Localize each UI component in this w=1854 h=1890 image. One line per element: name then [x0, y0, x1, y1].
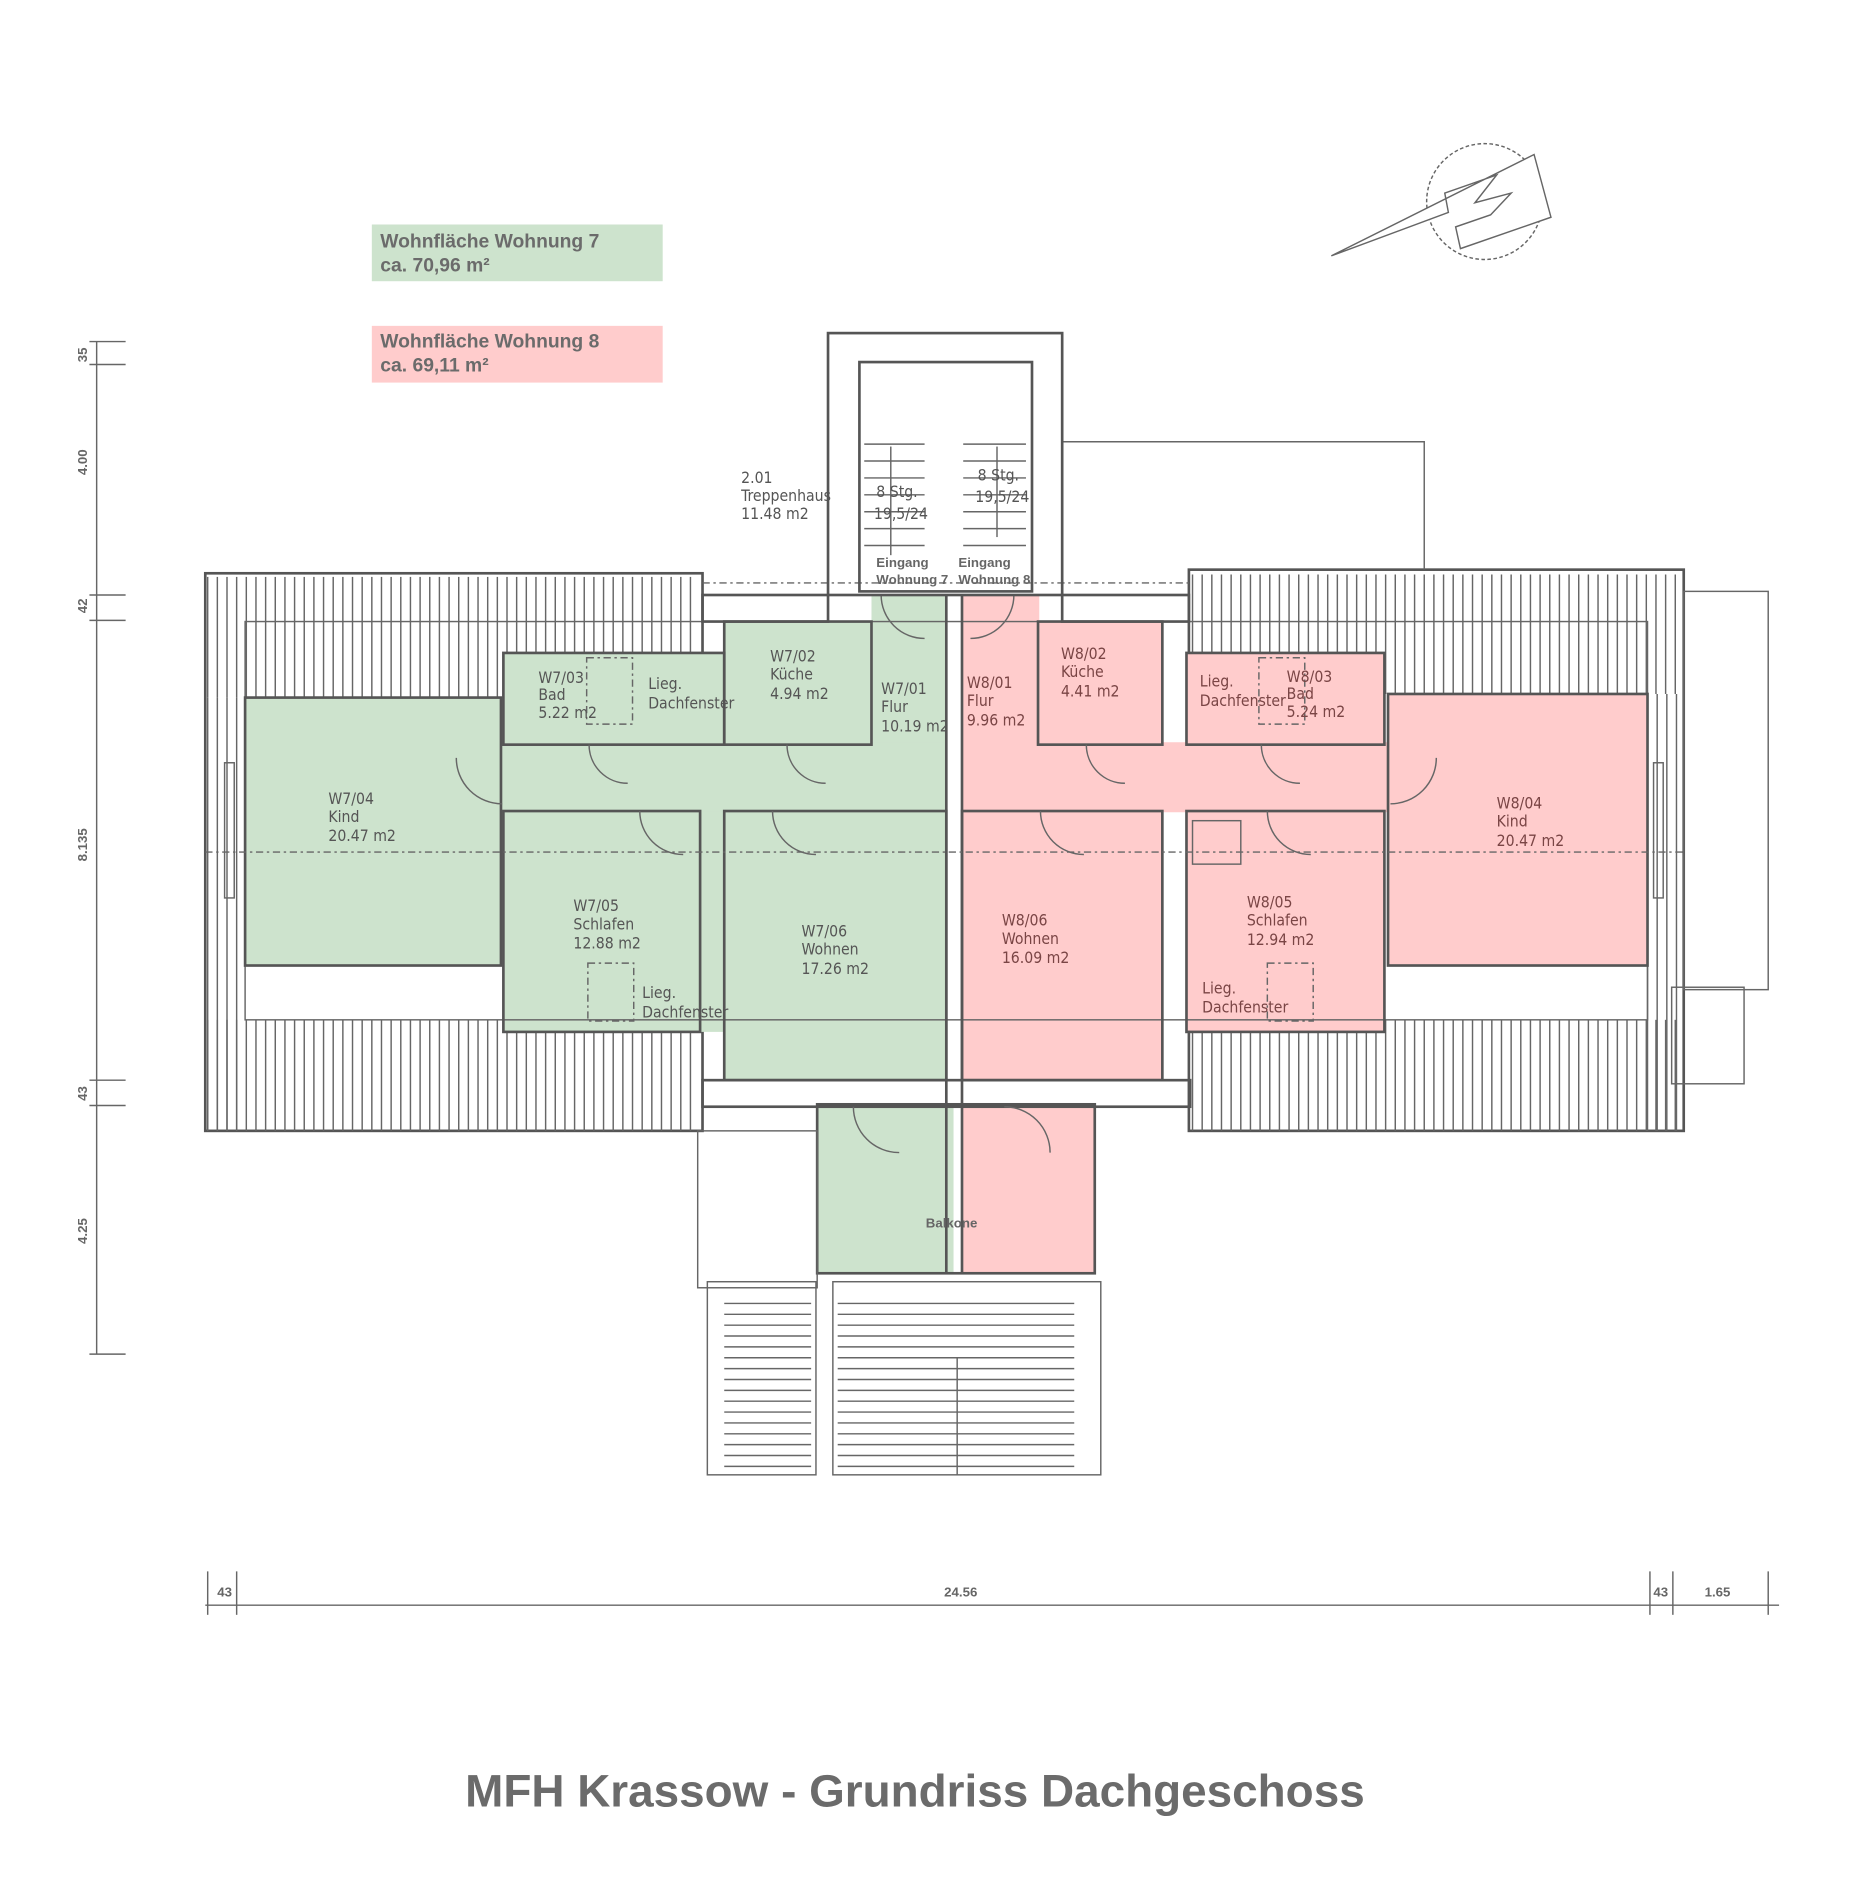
north-arrow-icon	[1330, 142, 1552, 261]
svg-text:W7/03: W7/03	[538, 668, 584, 687]
skylight-label: Lieg.	[1200, 672, 1234, 691]
svg-text:Schlafen: Schlafen	[573, 914, 634, 933]
svg-text:Bad: Bad	[1287, 684, 1314, 703]
svg-text:W8/04: W8/04	[1497, 794, 1543, 813]
wohnung-8-area	[962, 595, 1648, 1274]
svg-text:Dachfenster: Dachfenster	[1200, 691, 1286, 710]
svg-text:4.94 m2: 4.94 m2	[770, 684, 829, 703]
stairwell-area: 11.48 m2	[741, 504, 809, 523]
svg-text:9.96 m2: 9.96 m2	[967, 710, 1026, 729]
svg-text:20.47 m2: 20.47 m2	[328, 826, 396, 845]
exterior-stairs	[706, 986, 1745, 1476]
skylight-label: Lieg.	[642, 983, 676, 1002]
entrance-8-line2: Wohnung 8	[958, 572, 1030, 587]
svg-text:ca. 70,96 m²: ca. 70,96 m²	[380, 256, 490, 277]
svg-text:Bad: Bad	[538, 685, 565, 704]
svg-text:W8/02: W8/02	[1061, 644, 1107, 663]
svg-text:35: 35	[75, 347, 90, 362]
svg-text:1.65: 1.65	[1705, 1585, 1731, 1600]
svg-text:W8/06: W8/06	[1002, 911, 1048, 930]
svg-text:Flur: Flur	[881, 697, 908, 716]
flight-right-rise: 19,5/24	[975, 487, 1029, 506]
entrance-7-line2: Wohnung 7	[876, 572, 948, 587]
flight-right-steps: 8 Stg.	[978, 465, 1019, 484]
flight-left-steps: 8 Stg.	[876, 482, 917, 501]
svg-text:W7/05: W7/05	[573, 896, 619, 915]
skylight-label: Lieg.	[648, 674, 682, 693]
svg-text:Wohnfläche Wohnung 7: Wohnfläche Wohnung 7	[380, 231, 599, 252]
svg-text:W7/06: W7/06	[801, 922, 847, 941]
svg-text:12.88 m2: 12.88 m2	[573, 934, 641, 953]
balcony-label: Balkone	[926, 1215, 978, 1230]
svg-text:4.41 m2: 4.41 m2	[1061, 681, 1120, 700]
stairwell: 2.01 Treppenhaus 11.48 m2 8 Stg. 19,5/24…	[740, 331, 1064, 597]
svg-text:12.94 m2: 12.94 m2	[1247, 930, 1315, 949]
svg-text:24.56: 24.56	[944, 1585, 977, 1600]
legend-wohnung-7: Wohnfläche Wohnung 7 ca. 70,96 m²	[371, 224, 663, 282]
svg-text:Flur: Flur	[967, 691, 994, 710]
svg-text:W8/03: W8/03	[1287, 667, 1333, 686]
svg-text:4.00: 4.00	[75, 449, 90, 475]
dimension-horizontal: 43 24.56 43 1.65	[205, 1571, 1780, 1615]
svg-text:Küche: Küche	[1061, 662, 1104, 681]
svg-text:5.24 m2: 5.24 m2	[1287, 702, 1346, 721]
stairwell-id: 2.01	[741, 468, 772, 487]
svg-text:Kind: Kind	[1497, 812, 1528, 831]
svg-text:43: 43	[75, 1086, 90, 1101]
svg-text:Dachfenster: Dachfenster	[642, 1002, 728, 1021]
wohnung-7-area	[245, 595, 954, 1274]
svg-text:4.25: 4.25	[75, 1218, 90, 1244]
svg-text:16.09 m2: 16.09 m2	[1002, 948, 1070, 967]
svg-text:Wohnen: Wohnen	[1002, 929, 1059, 948]
walls	[205, 440, 1769, 1289]
skylight-label: Lieg.	[1202, 978, 1236, 997]
stairwell-name: Treppenhaus	[740, 486, 831, 505]
svg-text:Schlafen: Schlafen	[1247, 911, 1308, 930]
svg-text:W7/02: W7/02	[770, 646, 816, 665]
svg-text:10.19 m2: 10.19 m2	[881, 716, 949, 735]
flight-left-rise: 19,5/24	[874, 504, 928, 523]
svg-text:42: 42	[75, 598, 90, 613]
svg-text:Dachfenster: Dachfenster	[648, 693, 734, 712]
dimension-vertical: 35 4.00 42 8.135 43 4.25	[75, 340, 126, 1355]
svg-text:Küche: Küche	[770, 664, 813, 683]
svg-text:5.22 m2: 5.22 m2	[538, 703, 597, 722]
entrance-8-line1: Eingang	[958, 555, 1010, 570]
svg-text:20.47 m2: 20.47 m2	[1497, 831, 1565, 850]
svg-text:8.135: 8.135	[75, 828, 90, 862]
svg-text:Dachfenster: Dachfenster	[1202, 998, 1288, 1017]
svg-text:W8/01: W8/01	[967, 673, 1013, 692]
legend-wohnung-8: Wohnfläche Wohnung 8 ca. 69,11 m²	[371, 325, 663, 383]
svg-text:W7/01: W7/01	[881, 679, 927, 698]
svg-text:43: 43	[217, 1585, 232, 1600]
page-title: MFH Krassow - Grundriss Dachgeschoss	[465, 1765, 1365, 1817]
svg-text:Kind: Kind	[328, 807, 359, 826]
svg-text:Wohnfläche Wohnung 8: Wohnfläche Wohnung 8	[380, 332, 599, 353]
svg-text:W7/04: W7/04	[328, 789, 374, 808]
svg-text:43: 43	[1653, 1585, 1668, 1600]
svg-text:Wohnen: Wohnen	[801, 940, 858, 959]
svg-text:W8/05: W8/05	[1247, 893, 1293, 912]
entrance-7-line1: Eingang	[876, 555, 928, 570]
svg-text:17.26 m2: 17.26 m2	[801, 959, 869, 978]
svg-text:ca. 69,11 m²: ca. 69,11 m²	[380, 356, 489, 377]
